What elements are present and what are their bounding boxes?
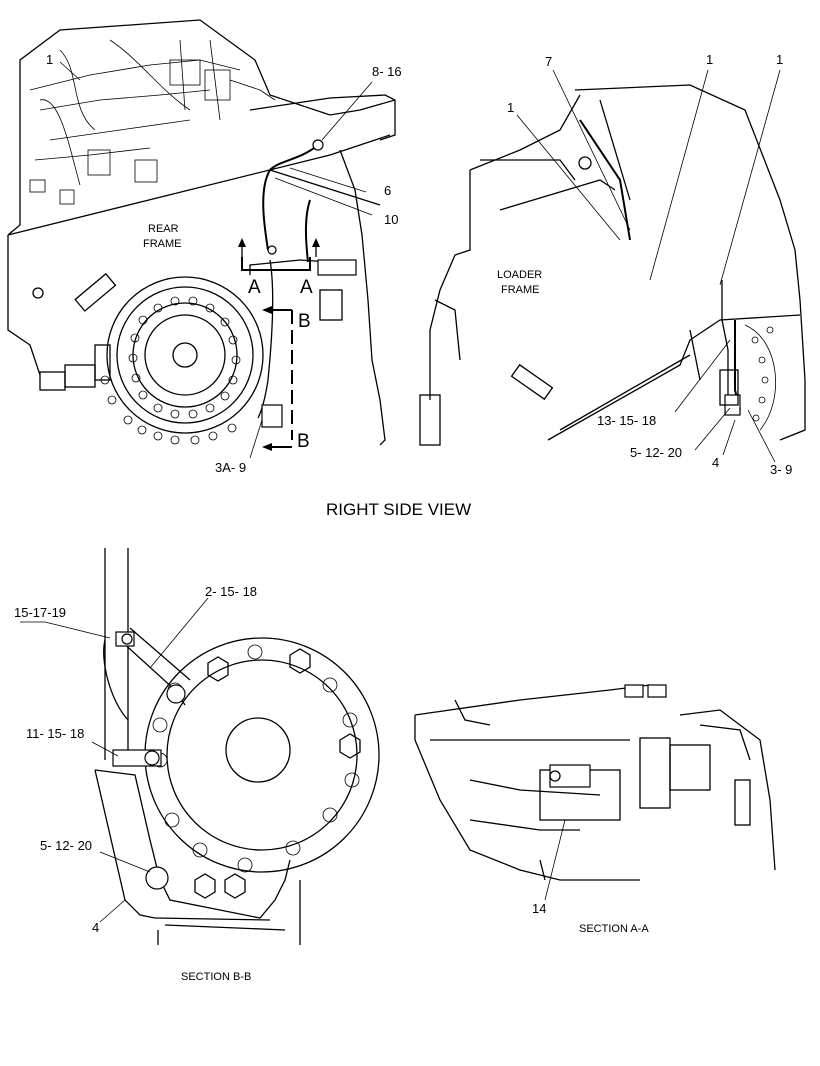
callout-11-15-18: 11- 15- 18 (26, 726, 84, 741)
section-aa-title: SECTION A-A (579, 923, 649, 935)
section-bb-view (20, 548, 380, 945)
callout-14: 14 (532, 901, 546, 916)
callout-7: 7 (545, 54, 552, 69)
loader-frame-view (419, 69, 806, 463)
callout-1-top-mid: 1 (706, 52, 713, 67)
section-aa-view (414, 684, 776, 901)
callout-1-left: 1 (507, 100, 514, 115)
right-side-view-title: RIGHT SIDE VIEW (326, 500, 471, 519)
callout-2-15-18: 2- 15- 18 (205, 584, 257, 599)
callout-3-9: 3- 9 (770, 462, 792, 477)
callout-10: 10 (384, 212, 398, 227)
callout-3a-9: 3A- 9 (215, 460, 246, 475)
rear-frame-label-line2: FRAME (143, 238, 182, 250)
callout-4-loader: 4 (712, 455, 719, 470)
rear-frame-view (7, 19, 396, 459)
section-letter-b-bottom: B (297, 431, 310, 452)
rear-frame-label-line1: REAR (148, 223, 179, 235)
callout-4-bb: 4 (92, 920, 99, 935)
loader-frame-label-line2: FRAME (501, 284, 540, 296)
callout-5-12-20-bb: 5- 12- 20 (40, 838, 92, 853)
section-bb-title: SECTION B-B (181, 971, 251, 983)
callout-1-top-right: 1 (776, 52, 783, 67)
callout-1-rear: 1 (46, 52, 53, 67)
callout-15-17-19: 15-17-19 (14, 605, 66, 620)
callout-8-16: 8- 16 (372, 64, 402, 79)
callout-5-12-20-loader: 5- 12- 20 (630, 445, 682, 460)
callout-13-15-18: 13- 15- 18 (597, 413, 656, 428)
callout-6: 6 (384, 183, 391, 198)
loader-frame-label-line1: LOADER (497, 269, 542, 281)
section-letter-a-right: A (300, 277, 313, 298)
section-letter-b-top: B (298, 311, 311, 332)
section-letter-a-left: A (248, 277, 261, 298)
